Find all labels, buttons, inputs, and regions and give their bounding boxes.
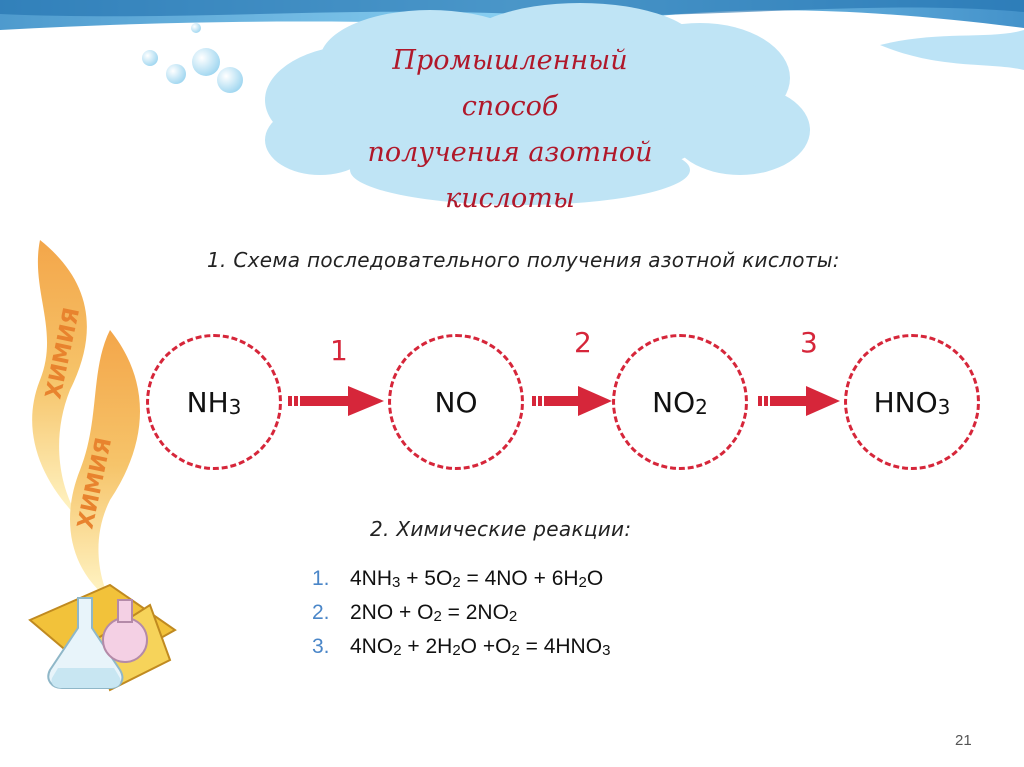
equation-text: + 2H xyxy=(401,635,453,658)
equation-subscript: 3 xyxy=(392,574,401,591)
title-line-1: Промышленный способ xyxy=(392,45,628,122)
bubbles-decoration xyxy=(142,23,243,93)
equation-subscript: 2 xyxy=(433,608,442,625)
slide-title: Промышленный способ получения азотной ки… xyxy=(360,38,660,222)
flame-decoration: ХИМИЯ ХИМИЯ xyxy=(32,240,140,600)
equation-text: 4NH xyxy=(350,567,393,590)
reactions-heading: 2. Химические реакции: xyxy=(370,517,632,541)
arrow-1 xyxy=(288,386,384,416)
node-base: HNO xyxy=(873,385,938,419)
node-base: NH xyxy=(186,385,229,419)
flask-illustration xyxy=(28,583,177,692)
node-formula: NO xyxy=(435,386,478,419)
reaction-equation: 4NO2 + 2H2O +O2 = 4HNO3 xyxy=(350,635,611,659)
node-formula: NO2 xyxy=(652,386,708,419)
scheme-node-hno3: HNO3 xyxy=(844,334,980,470)
reaction-item: 2.2NO + O2 = 2NO2 xyxy=(312,596,610,630)
node-base: NO xyxy=(434,385,478,419)
arrow-3 xyxy=(758,386,840,416)
equation-subscript: 3 xyxy=(602,642,611,659)
equation-subscript: 2 xyxy=(511,642,520,659)
node-base: NO xyxy=(652,385,696,419)
equation-subscript: 2 xyxy=(508,608,518,625)
cloud-shape xyxy=(265,3,810,205)
equation-text: + 5O xyxy=(400,567,453,590)
reaction-number: 3. xyxy=(312,635,330,658)
reaction-item: 1.4NH3 + 5O2 = 4NO + 6H2O xyxy=(312,562,610,596)
title-line-2: получения азотной xyxy=(367,137,653,168)
equation-text: = 4NO + 6H xyxy=(460,567,579,590)
equation-text: 4NO xyxy=(350,635,394,658)
scheme-arrows xyxy=(288,386,840,416)
node-formula: NH3 xyxy=(187,386,242,419)
reaction-number: 2. xyxy=(312,601,330,624)
scheme-node-no: NO xyxy=(388,334,524,470)
reaction-equation: 4NH3 + 5O2 = 4NO + 6H2O xyxy=(350,567,604,591)
equation-subscript: 2 xyxy=(452,642,461,659)
node-subscript: 3 xyxy=(937,394,951,419)
equation-text: = 2NO xyxy=(441,601,509,624)
equation-text: O xyxy=(586,567,604,590)
scheme-node-no2: NO2 xyxy=(612,334,748,470)
arrow-2 xyxy=(532,386,612,416)
scheme-heading: 1. Схема последовательного получения азо… xyxy=(207,248,840,272)
reaction-equation: 2NO + O2 = 2NO2 xyxy=(350,601,518,625)
step-number-2: 2 xyxy=(574,326,592,359)
page-number: 21 xyxy=(955,732,972,749)
node-subscript: 3 xyxy=(228,394,242,419)
equation-subscript: 2 xyxy=(393,642,402,659)
reaction-number: 1. xyxy=(312,567,330,590)
equation-text: O +O xyxy=(460,635,512,658)
node-subscript: 2 xyxy=(695,394,708,419)
node-formula: HNO3 xyxy=(874,386,951,419)
equation-subscript: 2 xyxy=(452,574,461,591)
scheme-node-nh3: NH3 xyxy=(146,334,282,470)
title-line-3: кислоты xyxy=(445,183,575,214)
equation-text: = 4HNO xyxy=(519,635,603,658)
reaction-item: 3.4NO2 + 2H2O +O2 = 4HNO3 xyxy=(312,630,610,664)
equation-subscript: 2 xyxy=(578,574,587,591)
step-number-1: 1 xyxy=(330,334,348,367)
step-number-3: 3 xyxy=(800,326,818,359)
equation-text: 2NO + O xyxy=(350,601,434,624)
